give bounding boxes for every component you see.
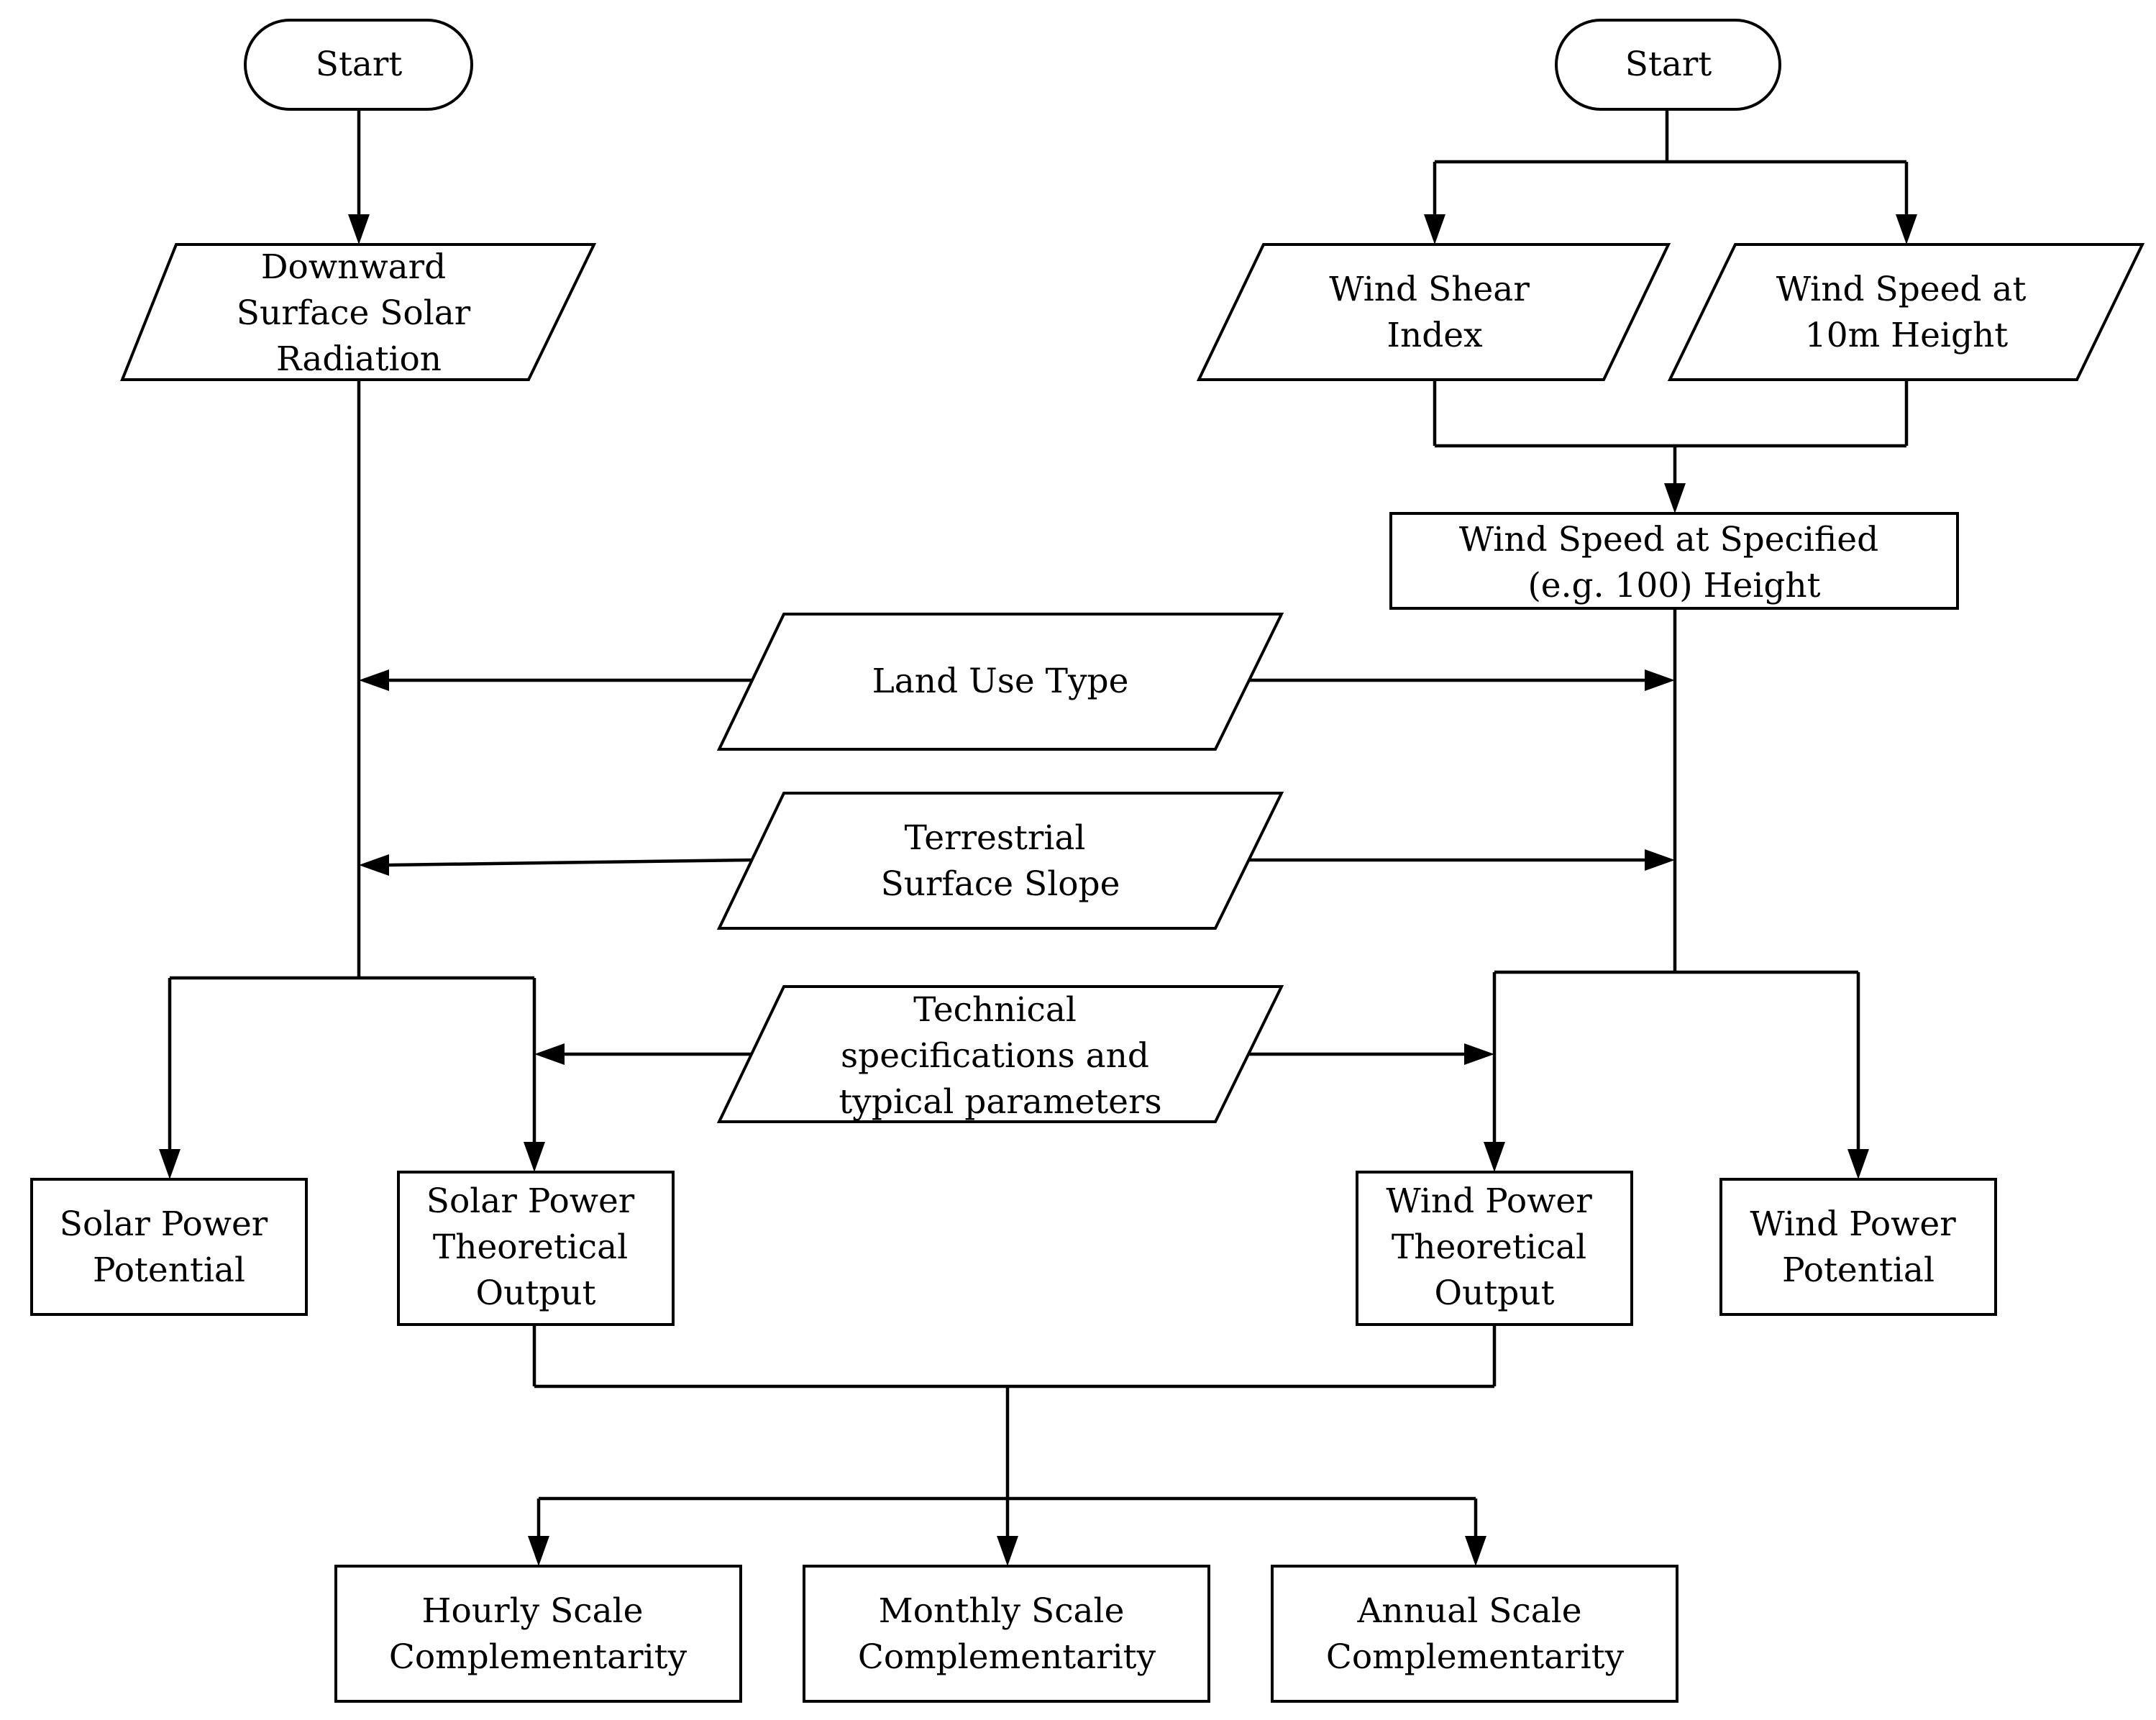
result-solar-power-potential: Solar Power Potential <box>30 1178 308 1316</box>
input-land-use-type: Land Use Type <box>716 613 1284 751</box>
node-label: Hourly Scale Complementarity <box>389 1591 688 1677</box>
node-label: Start <box>316 45 403 84</box>
arrowhead <box>528 1536 549 1566</box>
node-label: Wind Shear Index <box>1329 270 1540 355</box>
node-label: Wind Power Potential <box>1750 1204 1966 1290</box>
arrowhead <box>997 1536 1018 1566</box>
arrowhead <box>359 854 389 876</box>
node-label: Terrestrial Surface Slope <box>881 818 1120 904</box>
input-solar-radiation: Downward Surface Solar Radiation <box>120 243 597 381</box>
result-annual-scale-complementarity: Annual Scale Complementarity <box>1271 1565 1678 1703</box>
process-wind-speed-specified-height: Wind Speed at Specified (e.g. 100) Heigh… <box>1389 512 1959 610</box>
result-wind-theoretical-output: Wind Power Theoretical Output <box>1356 1171 1633 1326</box>
arrowhead <box>359 669 389 691</box>
node-label: Land Use Type <box>872 662 1129 701</box>
node-label: Monthly Scale Complementarity <box>858 1591 1156 1677</box>
input-wind-shear-index: Wind Shear Index <box>1196 243 1671 381</box>
node-label: Wind Power Theoretical Output <box>1386 1181 1602 1313</box>
arrowhead <box>1424 214 1445 244</box>
result-wind-power-potential: Wind Power Potential <box>1719 1178 1997 1316</box>
input-terrestrial-surface-slope: Terrestrial Surface Slope <box>716 792 1284 930</box>
input-technical-specifications: Technical specifications and typical par… <box>716 985 1284 1123</box>
arrowhead <box>1847 1149 1869 1179</box>
node-label: Solar Power Potential <box>60 1204 278 1290</box>
node-label: Annual Scale Complementarity <box>1326 1591 1625 1677</box>
arrowhead <box>1645 669 1675 691</box>
node-label: Technical specifications and typical par… <box>839 990 1161 1122</box>
arrowhead <box>1664 483 1686 513</box>
node-label: Solar Power Theoretical Output <box>426 1181 645 1313</box>
node-label: Downward Surface Solar Radiation <box>237 247 481 379</box>
arrowhead <box>524 1142 545 1172</box>
arrowhead <box>534 1043 565 1065</box>
start-terminal-solar: Start <box>244 19 473 111</box>
arrowhead <box>348 214 370 244</box>
arrowhead <box>159 1149 181 1179</box>
node-label: Wind Speed at Specified (e.g. 100) Heigh… <box>1459 520 1889 605</box>
arrowhead <box>1465 1536 1486 1566</box>
start-terminal-wind: Start <box>1555 19 1781 111</box>
edge-slope-to-solar <box>388 858 752 867</box>
arrowhead <box>1484 1142 1505 1172</box>
arrowhead <box>1464 1043 1494 1065</box>
input-wind-speed-10m: Wind Speed at 10m Height <box>1667 243 2145 381</box>
node-label: Start <box>1625 45 1712 84</box>
connectors <box>159 109 1917 1566</box>
result-monthly-scale-complementarity: Monthly Scale Complementarity <box>803 1565 1210 1703</box>
result-solar-theoretical-output: Solar Power Theoretical Output <box>397 1171 675 1326</box>
result-hourly-scale-complementarity: Hourly Scale Complementarity <box>334 1565 742 1703</box>
arrowhead <box>1896 214 1917 244</box>
node-label: Wind Speed at 10m Height <box>1776 270 2037 355</box>
arrowhead <box>1645 849 1675 871</box>
